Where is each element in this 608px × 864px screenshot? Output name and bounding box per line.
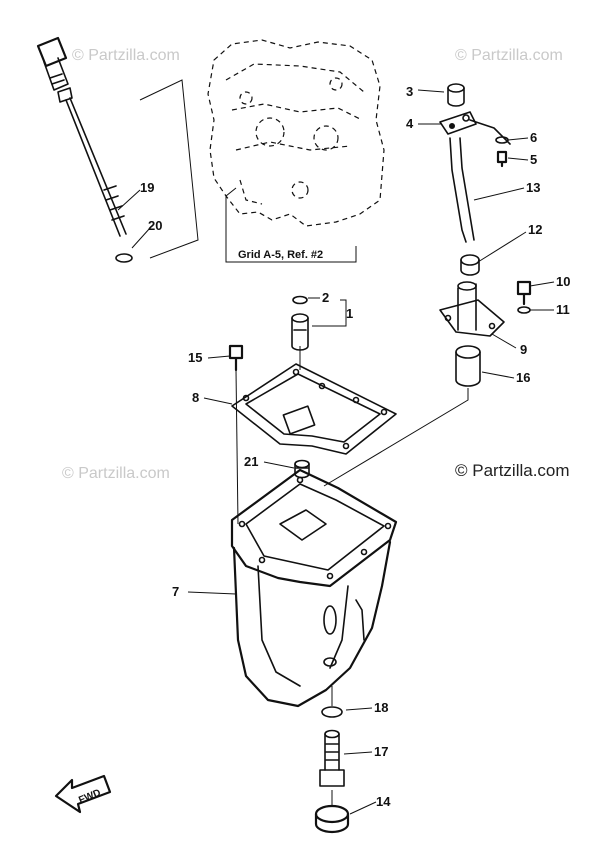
alignment-lines xyxy=(235,346,469,806)
direction-label: FWD xyxy=(77,788,102,807)
callout-20: 20 xyxy=(148,218,162,233)
watermark-mid-right: © Partzilla.com xyxy=(455,461,570,480)
engine-block-outline xyxy=(207,39,385,227)
watermark-top-right: © Partzilla.com xyxy=(455,47,563,64)
callout-11: 11 xyxy=(556,302,570,317)
bolt-15 xyxy=(228,344,244,372)
o-ring-2 xyxy=(292,295,308,305)
bolt-5 xyxy=(496,150,508,168)
washer-11 xyxy=(517,306,531,314)
reference-note: Grid A-5, Ref. #2 xyxy=(238,249,323,261)
callout-6: 6 xyxy=(530,130,537,145)
bolt-10 xyxy=(516,280,532,306)
callout-16: 16 xyxy=(516,370,530,385)
oil-pan-7 xyxy=(230,468,398,708)
strainer-16 xyxy=(455,345,481,387)
o-ring-18 xyxy=(321,706,343,718)
callout-1: 1 xyxy=(346,306,353,321)
callout-12: 12 xyxy=(528,222,542,237)
fitting-1 xyxy=(291,313,309,351)
plug-21 xyxy=(294,459,310,479)
callout-10: 10 xyxy=(556,274,570,289)
callout-2: 2 xyxy=(322,290,329,305)
callout-8: 8 xyxy=(192,390,199,405)
watermark-mid-left: © Partzilla.com xyxy=(62,465,170,482)
callout-18: 18 xyxy=(374,700,388,715)
callout-7: 7 xyxy=(172,584,179,599)
forward-direction-arrow: FWD xyxy=(54,774,112,814)
drain-fitting-17 xyxy=(319,729,345,787)
callout-5: 5 xyxy=(530,152,537,167)
grommet-12 xyxy=(460,254,480,276)
callout-9: 9 xyxy=(520,342,527,357)
leader-lines xyxy=(117,89,555,815)
callout-19: 19 xyxy=(140,180,154,195)
callout-21: 21 xyxy=(244,454,258,469)
oil-pickup-top xyxy=(439,83,511,145)
o-ring-small xyxy=(115,253,133,263)
dipstick-bracket xyxy=(139,79,199,259)
callout-3: 3 xyxy=(406,84,413,99)
callout-14: 14 xyxy=(376,794,391,809)
gasket-8 xyxy=(231,363,397,455)
callout-15: 15 xyxy=(188,350,202,365)
callout-4: 4 xyxy=(406,116,414,131)
oil-pipe-13 xyxy=(449,137,475,243)
callout-17: 17 xyxy=(374,744,388,759)
watermark-top-left: © Partzilla.com xyxy=(72,47,180,64)
strainer-housing-9 xyxy=(439,281,505,337)
callout-13: 13 xyxy=(526,180,540,195)
drain-cap-14 xyxy=(314,804,350,834)
reference-bracket: Grid A-5, Ref. #2 xyxy=(225,187,357,263)
bracket-1 xyxy=(312,299,347,327)
dipstick-part xyxy=(36,36,127,237)
callout-labels: 1 2 3 4 5 6 7 8 9 10 11 12 13 14 15 16 1… xyxy=(140,84,570,809)
